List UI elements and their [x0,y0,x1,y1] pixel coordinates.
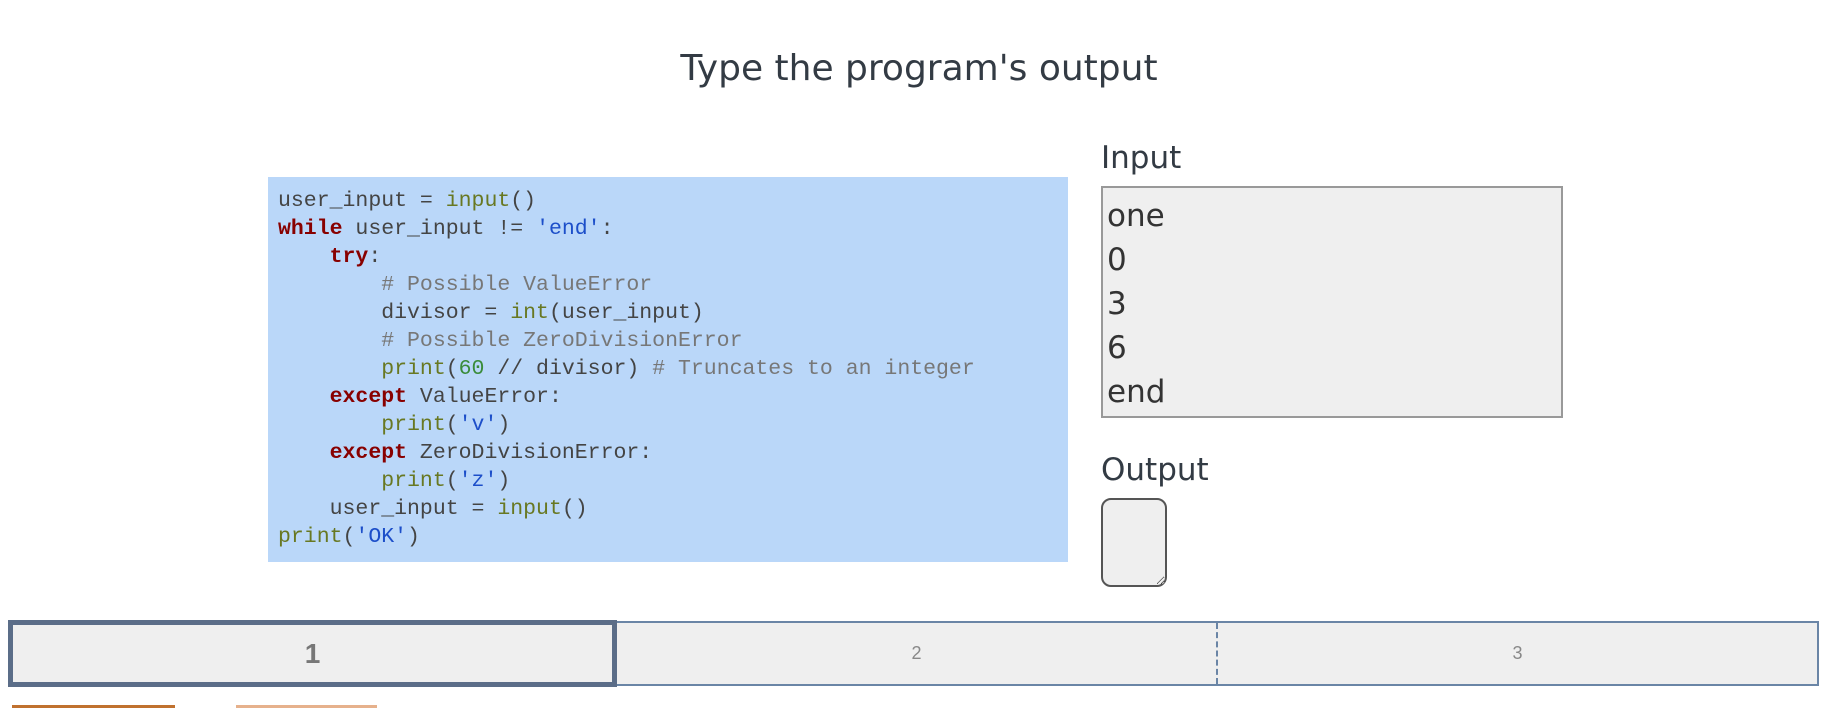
input-line: 3 [1107,286,1127,322]
code-token: print [278,525,343,549]
code-token: 'z' [458,469,498,493]
code-token: : [368,245,382,269]
output-label: Output [1101,452,1209,488]
input-line: 6 [1107,330,1127,366]
code-token: user_input = [278,497,498,521]
output-textarea[interactable] [1101,498,1167,587]
code-token: print [381,413,446,437]
code-token [278,441,330,465]
code-token: # Truncates to an integer [652,357,975,381]
code-token: // divisor) [484,357,653,381]
code-token: 'end' [536,217,601,241]
code-token: except [329,441,408,465]
code-line: print(60 // divisor) # Truncates to an i… [278,355,1068,383]
program-input-box: one 0 3 6 end [1101,186,1563,418]
step-3[interactable]: 3 [1216,623,1817,684]
level-stepper: 1 2 3 [8,620,1819,687]
code-token: input [445,189,511,213]
input-line: 0 [1107,242,1127,278]
code-token: # Possible ValueError [381,273,653,297]
code-line: except ValueError: [278,383,1068,411]
code-token: ( [342,525,356,549]
step-1[interactable]: 1 [8,620,617,687]
code-token [278,469,381,493]
code-line: try: [278,243,1068,271]
code-line: # Possible ZeroDivisionError [278,327,1068,355]
code-line: print('z') [278,467,1068,495]
code-token: ZeroDivisionError: [407,441,653,465]
code-token: ( [445,357,459,381]
input-label: Input [1101,140,1182,176]
code-line: divisor = int(user_input) [278,299,1068,327]
code-line: print('OK') [278,523,1068,551]
code-token: divisor = [278,301,511,325]
code-token: ) [497,413,511,437]
code-token [278,413,381,437]
code-token: 'v' [458,413,498,437]
code-token: ) [497,469,511,493]
input-line: one [1107,198,1165,234]
code-token: () [561,497,588,521]
code-token: ( [445,469,459,493]
code-token [278,273,381,297]
code-token: 60 [458,357,485,381]
code-token: input [497,497,562,521]
code-token [278,245,330,269]
code-token: user_input = [278,189,446,213]
code-token: try [329,245,369,269]
code-line: while user_input != 'end': [278,215,1068,243]
step-2[interactable]: 2 [911,643,922,663]
code-token: print [381,357,446,381]
code-token: ( [445,413,459,437]
code-token [278,329,381,353]
code-token: while [278,217,343,241]
code-token: (user_input) [548,301,704,325]
input-line: end [1107,374,1166,410]
code-token: : [600,217,614,241]
code-token: () [510,189,537,213]
code-token: 'OK' [355,525,408,549]
code-token: ValueError: [407,385,562,409]
code-line: user_input = input() [278,187,1068,215]
code-line: # Possible ValueError [278,271,1068,299]
code-line: except ZeroDivisionError: [278,439,1068,467]
page-title: Type the program's output [680,48,1158,89]
code-line: user_input = input() [278,495,1068,523]
code-line: print('v') [278,411,1068,439]
code-token: # Possible ZeroDivisionError [381,329,743,353]
secondary-button[interactable] [236,705,377,708]
code-block: user_input = input()while user_input != … [278,187,1068,551]
code-token [278,357,381,381]
code-token: print [381,469,446,493]
code-panel: user_input = input()while user_input != … [268,177,1068,562]
code-token: ) [407,525,420,549]
primary-button[interactable] [12,705,175,708]
code-token: int [510,301,549,325]
code-token: except [329,385,408,409]
code-token: user_input != [342,217,537,241]
code-token [278,385,330,409]
